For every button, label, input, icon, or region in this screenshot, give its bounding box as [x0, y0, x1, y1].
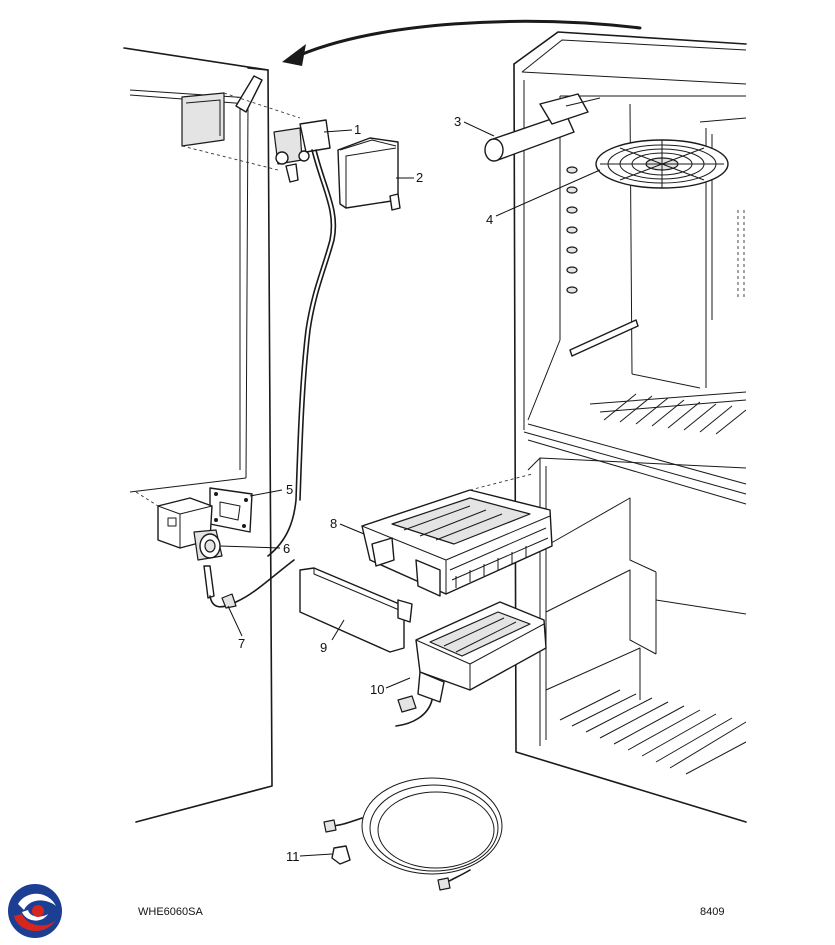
door-swing-arrow [282, 19, 642, 66]
leader-lines [219, 121, 601, 857]
part-7-tube-fitting [203, 559, 295, 609]
part-10-ice-bucket [395, 601, 547, 727]
part-1-water-valve [267, 119, 337, 557]
callout-labels: 1 2 3 4 5 6 7 8 9 10 11 [238, 114, 493, 864]
part-8-ice-maker [361, 473, 553, 597]
callout-3: 3 [454, 114, 461, 129]
part-4-fan-guard [595, 139, 729, 189]
shelf-grille [589, 391, 747, 435]
part-3-tube [484, 93, 601, 162]
callout-8: 8 [330, 516, 337, 531]
shelf-clips [566, 166, 578, 294]
callout-4: 4 [486, 212, 493, 227]
part-11-water-line [323, 777, 503, 891]
part-6-valve [193, 529, 223, 561]
diagram-number: 8409 [700, 906, 725, 918]
callout-1: 1 [354, 122, 361, 137]
callout-5: 5 [286, 482, 293, 497]
callout-2: 2 [416, 170, 423, 185]
callout-9: 9 [320, 640, 327, 655]
callout-10: 10 [370, 682, 384, 697]
model-number: WHE6060SA [138, 906, 203, 918]
callout-6: 6 [283, 541, 290, 556]
part-2-valve-cover [337, 137, 401, 211]
part-5-mounting-plate [209, 487, 253, 533]
callout-7: 7 [238, 636, 245, 651]
lower-grille [559, 689, 747, 775]
freezer-door [123, 47, 301, 823]
brand-swirl-logo [8, 884, 62, 938]
part-9-panel [299, 567, 413, 653]
callout-11: 11 [286, 849, 300, 864]
refrigerator-cabinet [513, 31, 747, 823]
